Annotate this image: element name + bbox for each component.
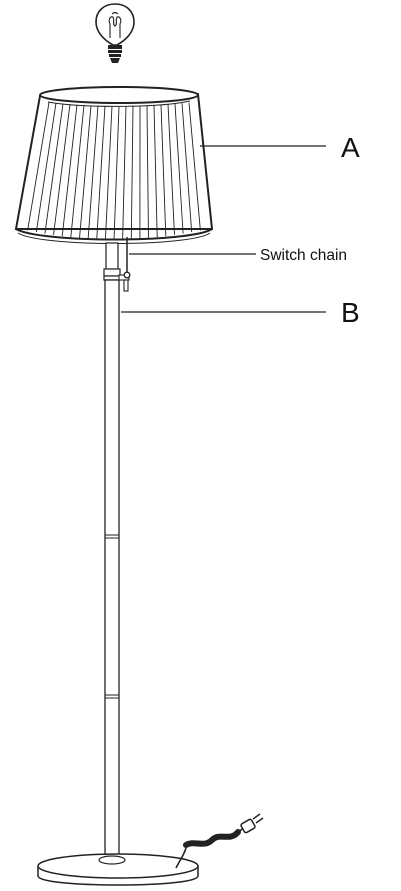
shade-pleat-line: [113, 105, 120, 241]
power-plug-icon: [240, 813, 264, 834]
label-a: A: [341, 132, 360, 163]
label-b: B: [341, 297, 360, 328]
shade-pleat-line: [70, 104, 85, 238]
lamp-base: [37, 853, 199, 886]
shade-pleat-line: [146, 105, 149, 239]
shade-pleat-line: [35, 103, 57, 233]
shade-pleat-line: [122, 105, 127, 240]
lamp-shade: [14, 86, 214, 244]
shade-pleat-line: [27, 102, 50, 231]
shade-pleat-line: [79, 105, 92, 239]
shade-pleat-line: [188, 102, 201, 231]
shade-pleat-line: [160, 104, 167, 237]
shade-pleat-line: [174, 103, 184, 234]
shade-pleat-line: [61, 104, 78, 237]
shade-pleat-line: [44, 103, 64, 234]
light-bulb-icon: [95, 3, 135, 63]
shade-pleat-line: [167, 104, 175, 235]
shade-pleat-line: [96, 105, 106, 240]
shade-pleat-line: [153, 104, 158, 238]
shade-pleat-line: [181, 103, 193, 233]
label-switch-chain: Switch chain: [260, 247, 347, 264]
switch-chain: [123, 237, 131, 279]
shade-pleat-line: [87, 105, 99, 240]
shade-pleat-line: [130, 105, 134, 240]
lamp-pole: [103, 242, 130, 859]
shade-pleat-line: [53, 104, 71, 235]
shade-pleat-line: [104, 105, 113, 240]
